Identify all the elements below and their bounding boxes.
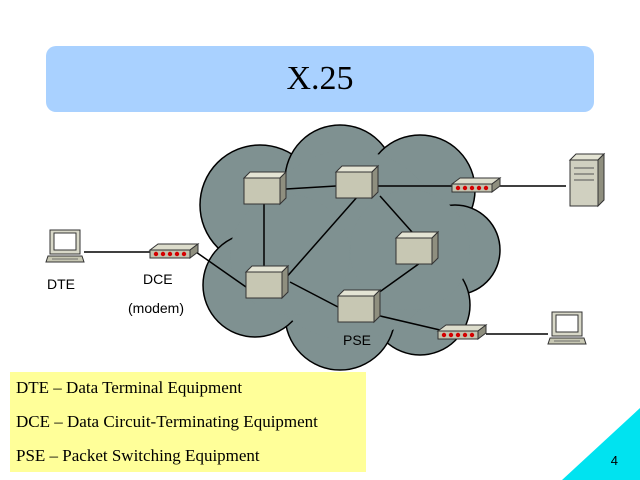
link-pse5-modem [375,314,441,331]
tower-server-icon [568,152,606,208]
legend-item-dte: DTE – Data Terminal Equipment [16,378,243,397]
link-pse3-pse4 [379,195,413,233]
legend-box: DTE – Data Terminal Equipment DCE – Data… [10,372,366,472]
modem-icon [437,324,487,340]
corner-decoration [562,408,640,480]
link-pse2-pse5 [289,281,339,308]
dte-label: DTE [47,276,75,292]
pse-switch-icon [245,265,289,299]
computer-terminal-icon [547,311,587,345]
dce-label: DCE [143,271,173,287]
pse-switch-icon [337,289,381,323]
modem-icon [451,177,501,193]
link-pse1-pse3 [285,185,337,190]
link-pse2-pse3 [283,195,359,281]
page-number: 4 [610,453,618,468]
link-dce-pse [195,251,247,288]
pse-switch-icon [335,165,379,199]
modem-label: (modem) [128,300,185,316]
pse-switch-icon [395,231,439,265]
link-pse5-pse4 [373,262,421,297]
pse-label: PSE [343,332,372,348]
connection-lines [84,185,566,335]
page-title: X.25 [286,60,354,97]
legend-item-pse: PSE – Packet Switching Equipment [16,446,260,465]
title-bar: X.25 [46,46,594,112]
modem-icon [149,243,199,259]
computer-terminal-icon [45,229,85,263]
legend-item-dce: DCE – Data Circuit-Terminating Equipment [16,412,318,431]
pse-switch-icon [243,171,287,205]
